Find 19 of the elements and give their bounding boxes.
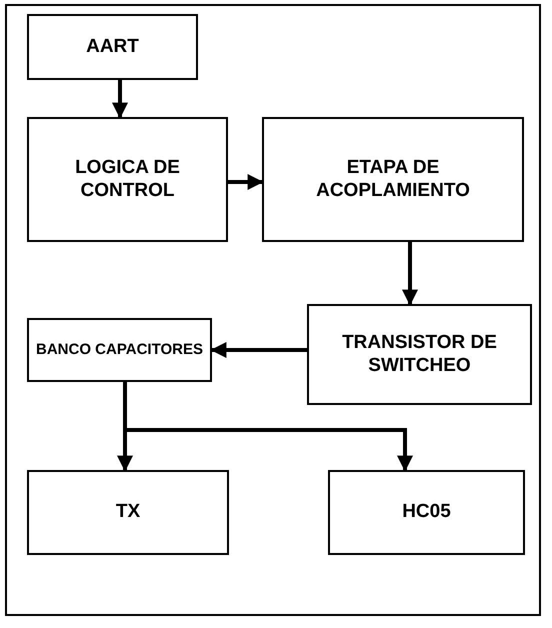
block-box	[307, 304, 532, 405]
block-label: LOGICA DE CONTROL	[74, 156, 181, 202]
block-box	[262, 117, 524, 242]
arrow	[112, 80, 128, 119]
arrow	[123, 382, 413, 472]
block-label: HC05	[402, 501, 451, 524]
block-box	[328, 470, 525, 555]
arrow	[228, 174, 264, 190]
arrow	[402, 242, 418, 306]
block-label: ETAPA DE ACOPLAMIENTO	[315, 156, 471, 202]
block-label: BANCO CAPACITORES	[36, 341, 203, 359]
arrow	[210, 342, 307, 358]
block-box	[27, 470, 229, 555]
block-box	[27, 318, 212, 382]
block-box	[27, 14, 198, 80]
block-box	[27, 117, 228, 242]
block-label: TRANSISTOR DE SWITCHEO	[341, 332, 498, 378]
block-label: TX	[116, 501, 140, 524]
block-label: AART	[86, 36, 139, 58]
